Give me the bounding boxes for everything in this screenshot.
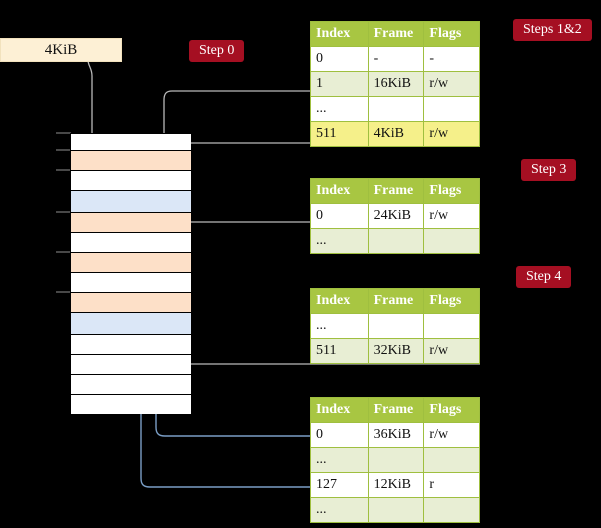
table-cell: [424, 314, 480, 339]
column-header: Index: [311, 22, 369, 47]
step-badge: Step 0: [189, 40, 244, 62]
table-cell: 4KiB: [368, 122, 424, 147]
table-row: 5114KiBr/w: [311, 122, 480, 147]
column-header: Frame: [368, 179, 424, 204]
table-cell: 16KiB: [368, 72, 424, 97]
step-badge: Step 3: [521, 159, 576, 181]
table-cell: 24KiB: [368, 204, 424, 229]
table-cell: 511: [311, 339, 369, 364]
memory-frame-row: [71, 335, 191, 355]
pml4-table: IndexFrameFlags0--116KiBr/w...5114KiBr/w: [310, 21, 480, 147]
step-badge: Steps 1&2: [513, 19, 592, 41]
table-row: 116KiBr/w: [311, 72, 480, 97]
table-cell: 32KiB: [368, 339, 424, 364]
column-header: Flags: [424, 289, 480, 314]
table-row: ...: [311, 448, 480, 473]
table-row: 51132KiBr/w: [311, 339, 480, 364]
table-cell: r/w: [424, 339, 480, 364]
pt-table: IndexFrameFlags036KiBr/w...12712KiBr...: [310, 397, 480, 523]
table-cell: [424, 448, 480, 473]
table-header-row: IndexFrameFlags: [311, 398, 480, 423]
column-header: Flags: [424, 179, 480, 204]
table-cell: ...: [311, 448, 369, 473]
table-header-row: IndexFrameFlags: [311, 179, 480, 204]
table-cell: r/w: [424, 204, 480, 229]
step-badge-label: Step 3: [531, 162, 566, 177]
table-cell: ...: [311, 314, 369, 339]
memory-frame-row: [71, 151, 191, 171]
table-cell: [368, 229, 424, 254]
table-header-row: IndexFrameFlags: [311, 22, 480, 47]
table-cell: 127: [311, 473, 369, 498]
memory-frame-row: [71, 191, 191, 213]
table-cell: -: [368, 47, 424, 72]
column-header: Index: [311, 398, 369, 423]
memory-frame-row: [71, 375, 191, 395]
table-row: 0--: [311, 47, 480, 72]
table-cell: [368, 97, 424, 122]
column-header: Frame: [368, 289, 424, 314]
table-cell: [424, 229, 480, 254]
memory-frame-row: [71, 313, 191, 335]
table-cell: 0: [311, 204, 369, 229]
table-row: 036KiBr/w: [311, 423, 480, 448]
table-cell: [424, 498, 480, 523]
table-cell: ...: [311, 97, 369, 122]
memory-frame-row: [71, 134, 191, 151]
source-box-4kib: 4KiB: [0, 38, 122, 62]
column-header: Frame: [368, 22, 424, 47]
table-cell: 0: [311, 47, 369, 72]
pdp-table: IndexFrameFlags024KiBr/w...: [310, 178, 480, 254]
table-cell: r/w: [424, 423, 480, 448]
table-cell: [368, 498, 424, 523]
pd-table: IndexFrameFlags...51132KiBr/w: [310, 288, 480, 364]
table-row: 12712KiBr: [311, 473, 480, 498]
memory-frame-row: [71, 355, 191, 375]
table-header-row: IndexFrameFlags: [311, 289, 480, 314]
step-badge-label: Steps 1&2: [523, 22, 582, 37]
memory-frame-row: [71, 233, 191, 253]
table-cell: 0: [311, 423, 369, 448]
source-box-label: 4KiB: [45, 42, 78, 59]
table-cell: -: [424, 47, 480, 72]
memory-frame-row: [71, 213, 191, 233]
memory-left-ticks: [56, 133, 71, 292]
table-cell: 36KiB: [368, 423, 424, 448]
table-cell: [368, 314, 424, 339]
table-row: 024KiBr/w: [311, 204, 480, 229]
table-cell: ...: [311, 229, 369, 254]
memory-frame-row: [71, 253, 191, 273]
step-badge: Step 4: [516, 266, 571, 288]
column-header: Index: [311, 289, 369, 314]
table-cell: 511: [311, 122, 369, 147]
step-badge-label: Step 0: [199, 43, 234, 58]
table-row: ...: [311, 97, 480, 122]
memory-frames-column: [70, 133, 190, 413]
column-header: Index: [311, 179, 369, 204]
table-row: ...: [311, 229, 480, 254]
table-cell: 1: [311, 72, 369, 97]
table-cell: r/w: [424, 72, 480, 97]
table-cell: 12KiB: [368, 473, 424, 498]
memory-frame-row: [71, 395, 191, 414]
table-cell: ...: [311, 498, 369, 523]
column-header: Flags: [424, 22, 480, 47]
table-cell: [424, 97, 480, 122]
memory-frame-row: [71, 293, 191, 313]
table-row: ...: [311, 498, 480, 523]
column-header: Frame: [368, 398, 424, 423]
table-row: ...: [311, 314, 480, 339]
step-badge-label: Step 4: [526, 269, 561, 284]
memory-frame-row: [71, 171, 191, 191]
memory-frame-row: [71, 273, 191, 293]
table-cell: [368, 448, 424, 473]
table-cell: r: [424, 473, 480, 498]
column-header: Flags: [424, 398, 480, 423]
table-cell: r/w: [424, 122, 480, 147]
